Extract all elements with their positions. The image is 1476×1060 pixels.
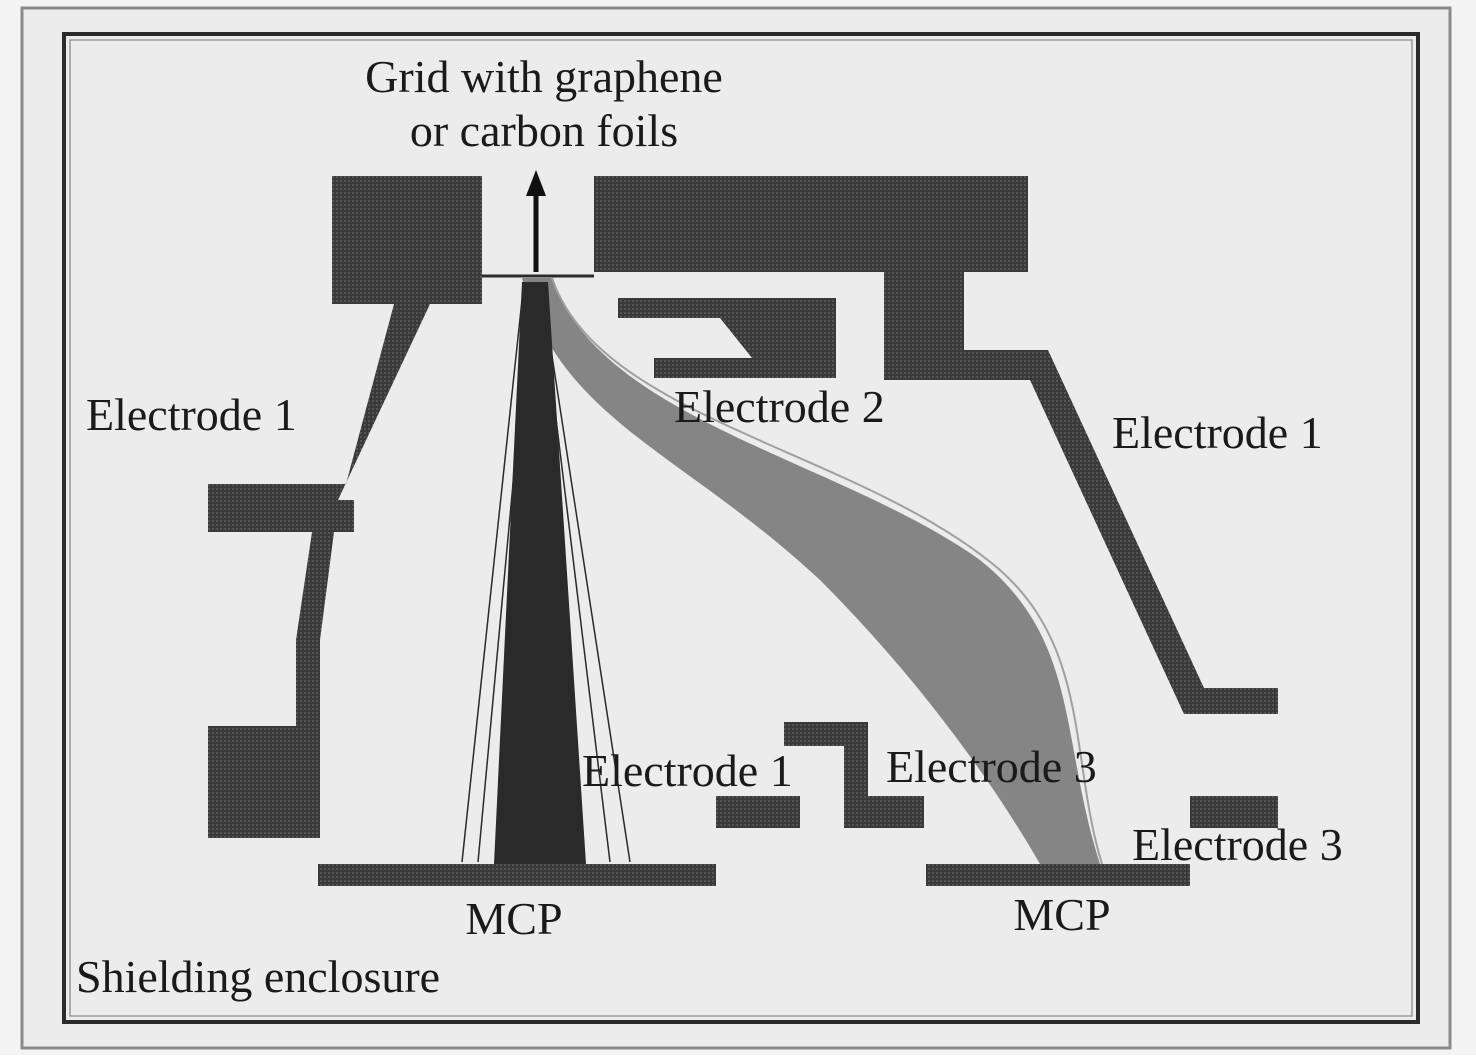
electrode-3-right-block bbox=[1190, 796, 1278, 828]
electrode-1-bottom-label: Electrode 1 bbox=[582, 745, 793, 796]
trajectory-stray-lines bbox=[461, 299, 631, 863]
electrode-1-left-foot bbox=[208, 726, 320, 838]
trajectory-bundle-dark bbox=[494, 282, 586, 864]
electrode-2-shape bbox=[618, 298, 836, 378]
electrode-1-right-shape bbox=[884, 272, 1278, 714]
up-arrow-icon bbox=[526, 170, 546, 272]
shielding-enclosure-label: Shielding enclosure bbox=[76, 951, 440, 1002]
shielding-enclosure-inner-frame bbox=[69, 39, 1413, 1017]
electrode-3-right-label: Electrode 3 bbox=[1132, 819, 1343, 870]
electrode-3-center-label: Electrode 3 bbox=[886, 741, 1097, 792]
trajectory-edge-gray bbox=[551, 277, 1103, 865]
trajectory-bundle-gray bbox=[522, 278, 1100, 864]
grid-title-line1: Grid with graphene bbox=[365, 51, 723, 102]
electrode-1-left-shape bbox=[208, 304, 430, 726]
mcp-left-plate bbox=[318, 864, 716, 886]
mcp-right-label: MCP bbox=[1013, 889, 1110, 940]
electrode-1-bottom-shape bbox=[784, 722, 924, 828]
mcp-left-label: MCP bbox=[465, 893, 562, 944]
grid-title-line2: or carbon foils bbox=[410, 105, 678, 156]
electrode-2-label: Electrode 2 bbox=[674, 381, 885, 432]
electrode-1-left-label: Electrode 1 bbox=[86, 389, 297, 440]
mcp-right-plate bbox=[926, 864, 1190, 886]
electrode-1-right-label: Electrode 1 bbox=[1112, 407, 1323, 458]
electrode-1-bottom-block bbox=[716, 796, 800, 828]
